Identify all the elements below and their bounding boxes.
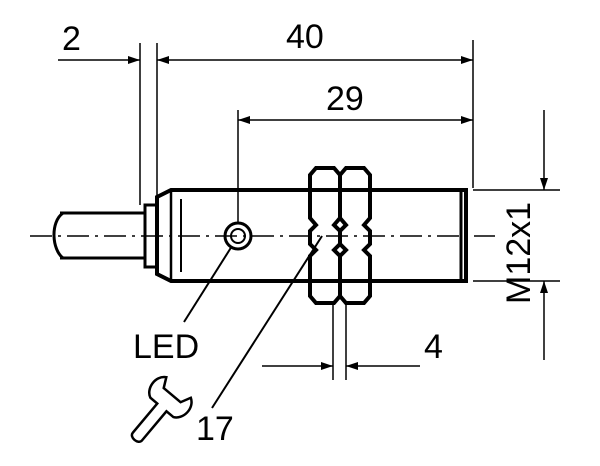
- callout-wrench-size-label: 17: [196, 410, 234, 448]
- dimension-label-nut-thickness: 4: [424, 328, 443, 366]
- dimension-overall-length: 40: [157, 18, 474, 188]
- callout-wrench-size: 17: [196, 235, 323, 448]
- dimension-nut-thickness: 4: [262, 305, 443, 380]
- dimension-label-thread: M12x1: [500, 202, 538, 304]
- cable: [52, 211, 145, 260]
- callout-led: LED: [133, 245, 233, 366]
- dimension-thread: M12x1: [473, 110, 560, 360]
- dimension-cable-offset: 2: [58, 20, 158, 205]
- wrench-icon: [130, 375, 193, 443]
- callout-led-label: LED: [133, 328, 199, 366]
- sensor-housing: [155, 188, 468, 283]
- hex-nuts: [308, 166, 372, 305]
- led-indicator: [223, 221, 253, 251]
- dimension-label-cable-offset: 2: [62, 20, 81, 58]
- dimension-label-led-to-front: 29: [326, 80, 364, 118]
- dimension-label-overall-length: 40: [286, 18, 324, 56]
- dimension-led-to-front: 29: [237, 80, 473, 222]
